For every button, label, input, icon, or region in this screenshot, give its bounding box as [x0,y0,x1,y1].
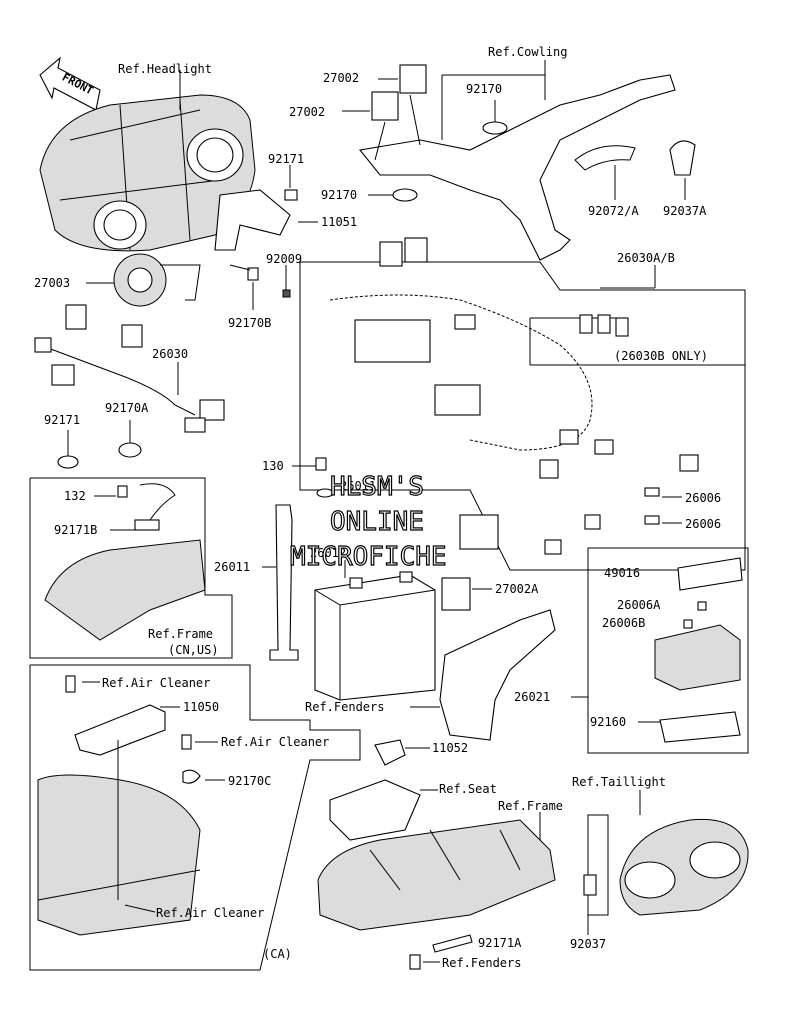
label-27002a: 27002A [495,582,539,596]
headlight-assembly [39,70,256,252]
label-ref-fenders-1: Ref.Fenders [305,700,384,714]
label-92170a: 92170A [105,401,149,415]
label-ca: (CA) [263,947,292,961]
label-92037: 92037 [570,937,606,951]
watermark: HLSM'S ONLINE MICROFICHE [289,471,447,572]
label-ref-air-cleaner-2: Ref.Air Cleaner [221,735,329,749]
screws-92009-92170b [229,264,291,310]
label-27002-b: 27002 [289,105,325,119]
label-92170c: 92170C [228,774,271,788]
label-26030ab: 26030A/B [617,251,675,265]
relay-27002a-and-fender [410,577,556,741]
battery-area [262,457,436,701]
label-27003: 27003 [34,276,70,290]
label-92170-b: 92170 [321,188,357,202]
inset-ca [29,664,361,971]
label-27002-a: 27002 [323,71,359,85]
label-26030: 26030 [152,347,188,361]
label-26011-top: 26011 [340,479,376,493]
main-harness [299,237,746,571]
label-11051: 11051 [321,215,357,229]
label-92171a: 92171A [478,936,522,950]
label-ref-headlight: Ref.Headlight [118,62,212,76]
label-132: 132 [64,489,86,503]
label-92072a: 92072/A [588,204,639,218]
bracket-11051 [214,165,318,251]
label-ref-frame-cnus: Ref.Frame [148,627,213,641]
label-92037a: 92037A [663,204,707,218]
label-26006b: 26006B [602,616,645,630]
watermark-line-2: ONLINE [330,507,424,537]
clamps-92170 [368,100,508,202]
label-26006a: 26006A [617,598,661,612]
label-26012: 26012 [310,546,346,560]
label-ref-air-cleaner-1: Ref.Air Cleaner [102,676,210,690]
relays-27002 [342,64,427,161]
inset-fuse-box [571,547,749,754]
label-92170-a: 92170 [466,82,502,96]
label-26006-a: 26006 [685,491,721,505]
horn [86,253,201,307]
label-130: 130 [262,459,284,473]
label-92009: 92009 [266,252,302,266]
clamps-92171-92170a [57,420,142,469]
label-26030b-only: (26030B ONLY) [614,349,708,363]
label-ref-cowling: Ref.Cowling [488,45,567,59]
sub-harness-26030 [34,304,225,433]
label-11050: 11050 [183,700,219,714]
watermark-line-3: MICROFICHE [290,542,447,572]
watermark-line-1: HLSM'S [330,472,424,502]
label-11052: 11052 [432,741,468,755]
callout-labels: Ref.Headlight Ref.Cowling 27002 27002 92… [34,45,721,970]
cowling-stay [358,60,676,261]
label-92170b: 92170B [228,316,271,330]
label-26006-b: 26006 [685,517,721,531]
label-cn-us: (CN,US) [168,643,219,657]
inset-cn-us [29,477,233,659]
label-ref-taillight: Ref.Taillight [572,775,666,789]
label-ref-fenders-2: Ref.Fenders [442,956,521,970]
label-92171-b: 92171 [44,413,80,427]
band-and-clamp [574,140,696,200]
label-92160: 92160 [590,715,626,729]
label-ref-frame-2: Ref.Frame [498,799,563,813]
label-92171-a: 92171 [268,152,304,166]
front-arrow: FRONT [39,56,101,111]
label-26011: 26011 [214,560,250,574]
label-49016: 49016 [604,566,640,580]
taillight [583,790,749,935]
label-92171b: 92171B [54,523,97,537]
label-ref-seat: Ref.Seat [439,782,497,796]
rear-frame-area [317,739,556,970]
label-ref-air-cleaner-3: Ref.Air Cleaner [156,906,264,920]
label-26021: 26021 [514,690,550,704]
